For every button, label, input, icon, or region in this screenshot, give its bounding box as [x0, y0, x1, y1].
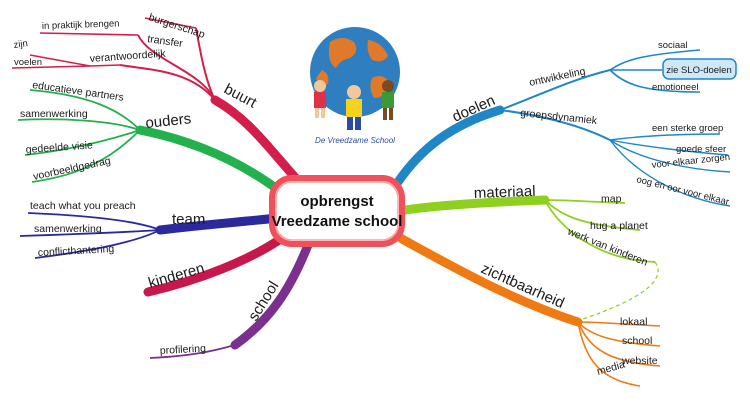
branch-kinderen: kinderen [143, 233, 287, 297]
node-hug-a-planet: hug a planet [590, 220, 648, 232]
center-title-line2: Vreedzame school [272, 213, 403, 230]
node-conflicthantering: conflicthantering [38, 243, 115, 259]
node-teach-what-you-preach: teach what you preach [30, 200, 136, 212]
node-samenwerking-ouders: samenwerking [20, 108, 88, 120]
center-node: opbrengst Vreedzame school [269, 175, 405, 247]
node-transfer: transfer [147, 33, 184, 50]
node-zijn: zijn [13, 38, 29, 51]
node-samenwerking-team: samenwerking [34, 223, 102, 235]
logo-caption: De Vreedzame School [315, 136, 395, 145]
vreedzame-school-logo: De Vreedzame School [310, 27, 400, 145]
branch-label-team: team [172, 211, 205, 228]
node-profilering: profilering [160, 343, 207, 357]
node-lokaal: lokaal [620, 316, 647, 328]
node-emotioneel: emotioneel [652, 82, 698, 93]
node-een-sterke-groep: een sterke groep [652, 123, 723, 134]
branch-ouders: ouders educatieve partners samenwerking … [17, 79, 290, 200]
branch-team: team teach what you preach samenwerking … [19, 200, 283, 259]
node-ontwikkeling: ontwikkeling [528, 65, 587, 89]
branch-doelen: doelen ontwikkeling sociaal zie SLO-doel… [393, 40, 737, 208]
branch-label-ouders: ouders [145, 110, 192, 132]
node-voorbeeldgedrag: voorbeeldgedrag [32, 155, 112, 183]
children-icon [314, 80, 394, 130]
node-in-praktijk-brengen: in praktijk brengen [42, 18, 120, 32]
node-goede-sfeer: goede sfeer [676, 144, 726, 155]
node-school: school [622, 335, 652, 347]
node-educatieve-partners: educatieve partners [32, 79, 125, 104]
node-voelen: voelen [14, 57, 42, 68]
branch-label-materiaal: materiaal [474, 183, 536, 202]
node-groepsdynamiek: groepsdynamiek [520, 107, 599, 127]
node-media: media [596, 358, 627, 377]
branch-buurt: buurt burgerschap transfer in praktijk b… [11, 11, 305, 188]
node-website: website [621, 355, 658, 367]
node-map: map [601, 193, 622, 205]
node-zie-slo-doelen: zie SLO-doelen [666, 65, 731, 76]
node-oog-en-oor-voor-elkaar: oog en oor voor elkaar [635, 174, 730, 208]
branch-materiaal: materiaal map hug a planet werk van kind… [400, 183, 659, 321]
node-gedeelde-visie: gedeelde visie [25, 139, 93, 156]
node-sociaal: sociaal [658, 40, 688, 51]
center-title-line1: opbrengst [300, 193, 373, 210]
node-verantwoordelijk: verantwoordelijk [89, 48, 166, 65]
slo-doelen-box [662, 58, 737, 80]
